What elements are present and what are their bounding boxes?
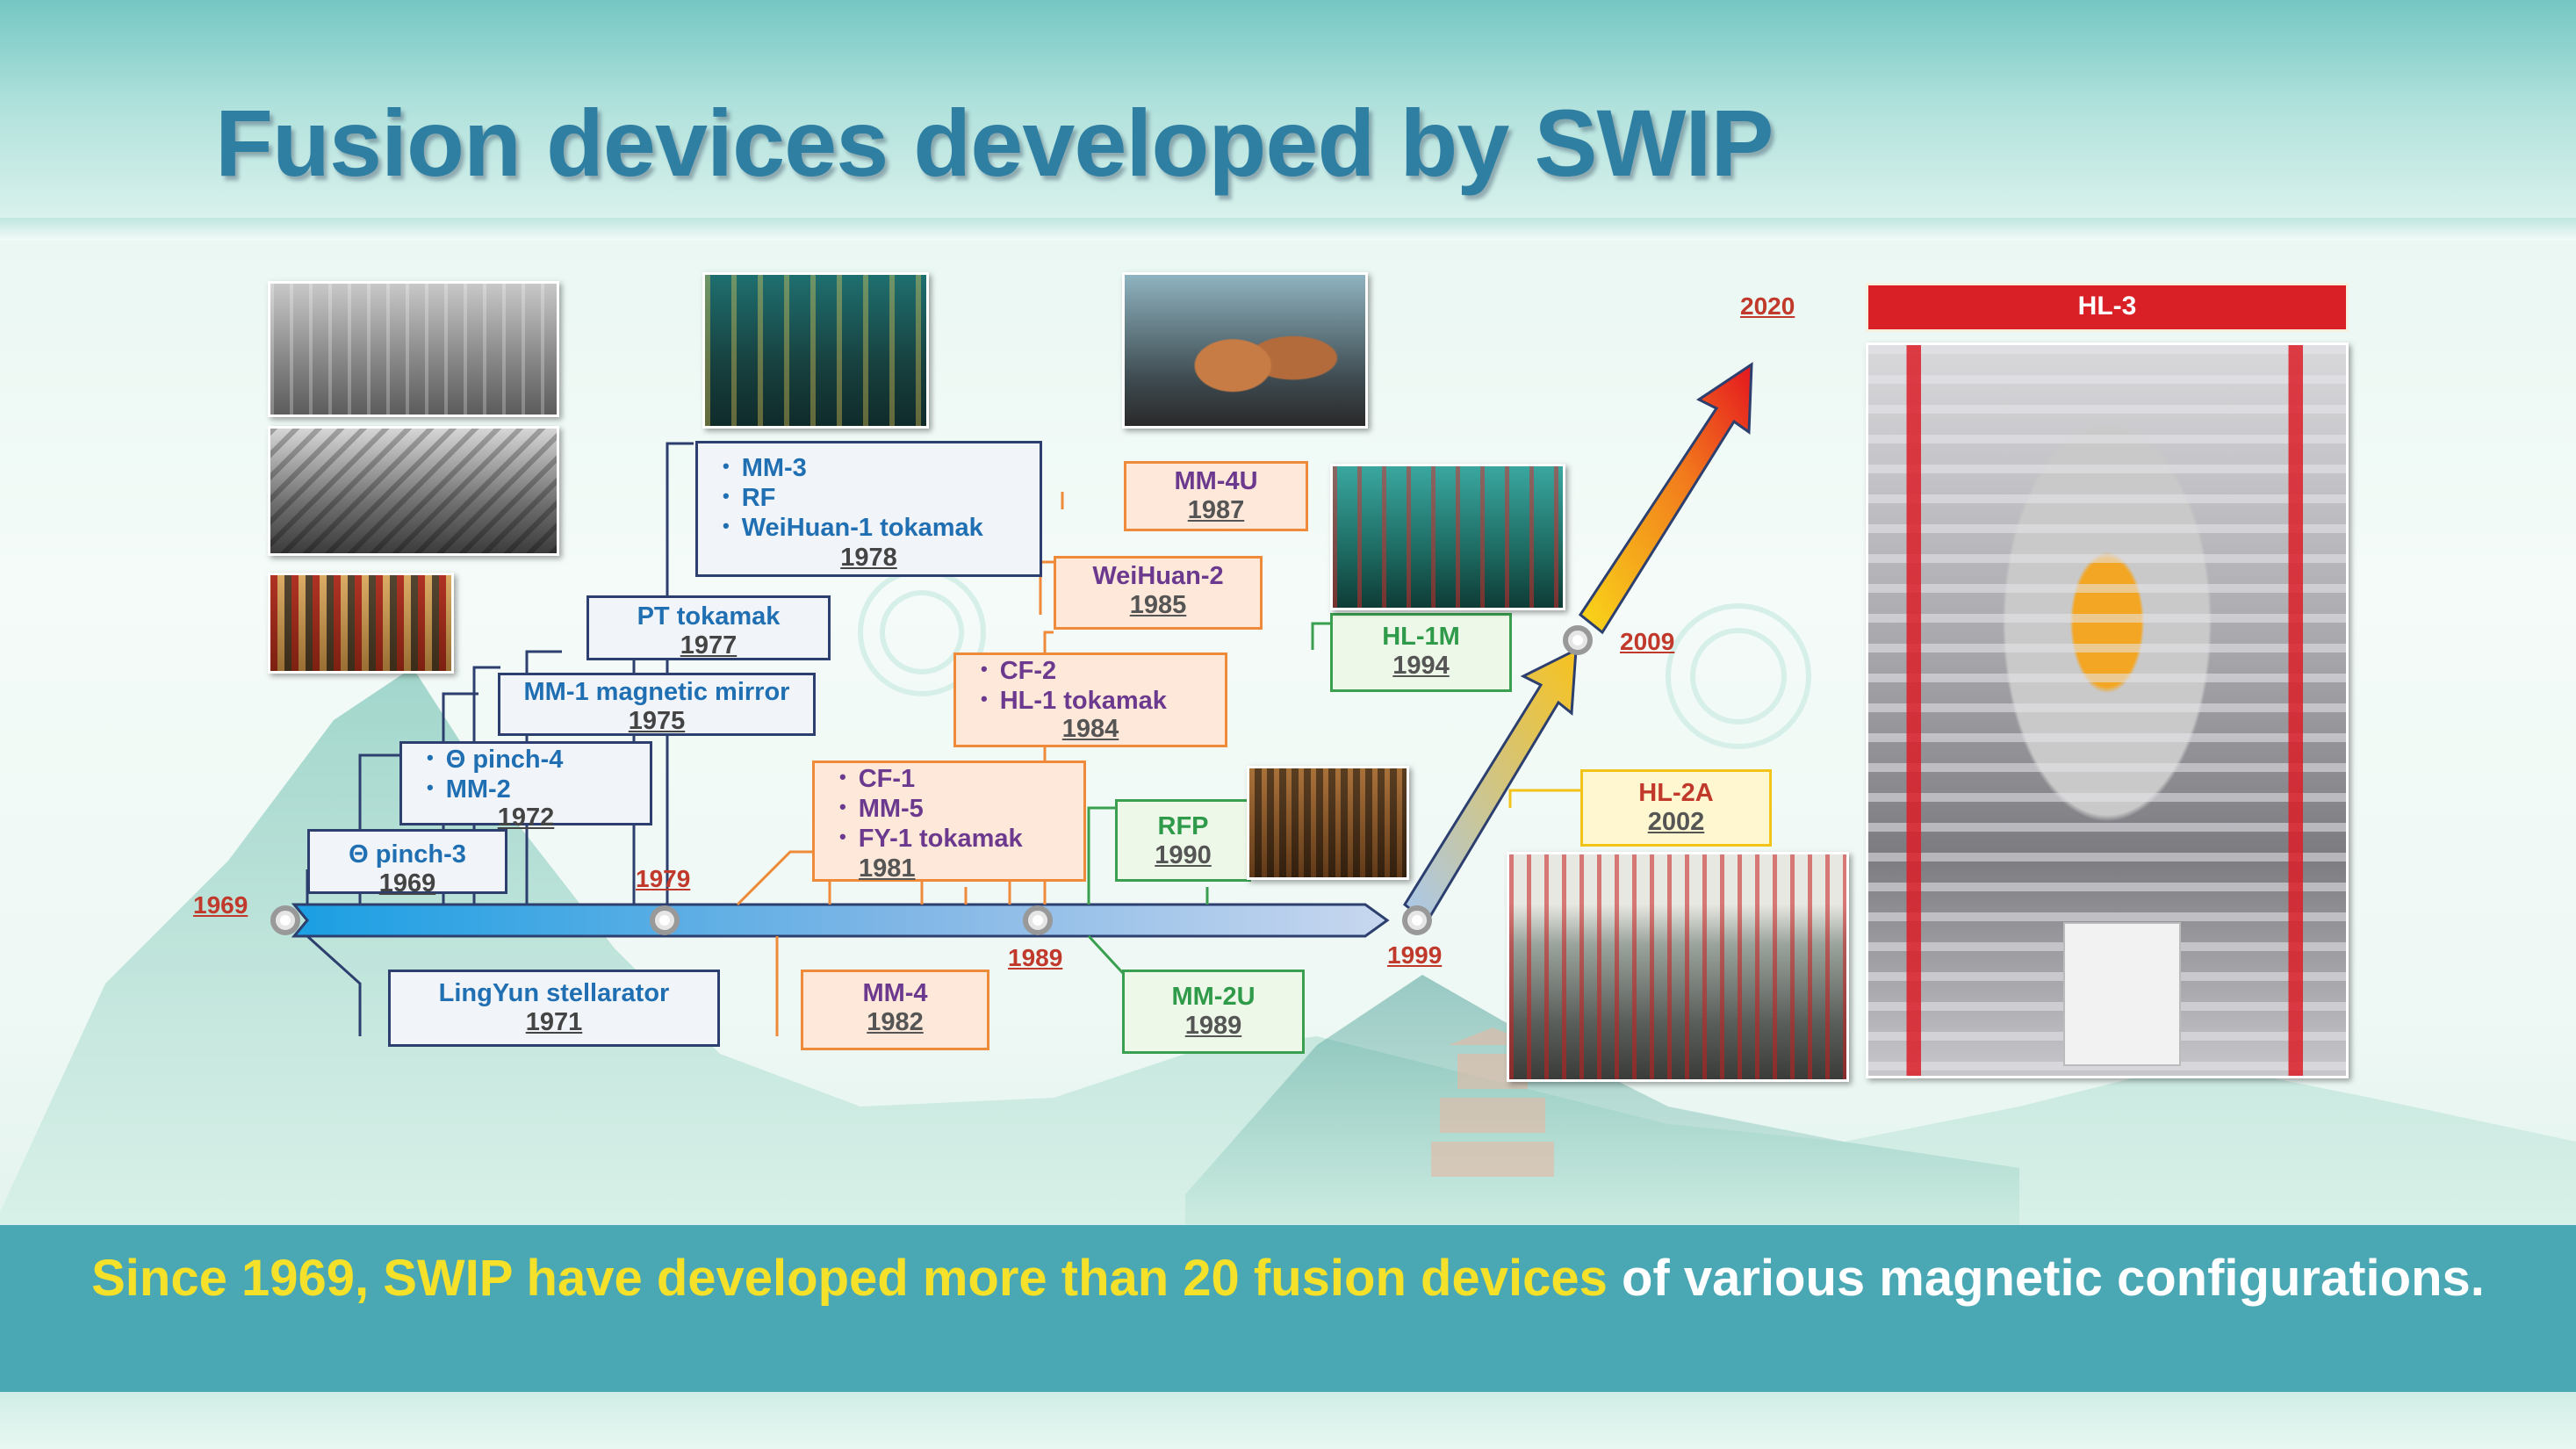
device-year: 1989 bbox=[1184, 1012, 1242, 1040]
year-label-1969: 1969 bbox=[193, 891, 248, 919]
device-item: FY-1 tokamak bbox=[839, 825, 1083, 854]
device-item: MM-3 bbox=[723, 454, 1040, 484]
device-year: 2002 bbox=[1647, 808, 1705, 836]
year-label-2009: 2009 bbox=[1620, 628, 1675, 655]
device-item: MM-2 bbox=[427, 775, 650, 805]
timeline-node-1999 bbox=[1402, 905, 1432, 935]
timeline-rise-upper bbox=[1578, 362, 1753, 635]
device-name: RFP bbox=[1157, 812, 1209, 840]
summary-text: Since 1969, SWIP have developed more tha… bbox=[0, 1247, 2576, 1310]
device-group-1984: CF-2 HL-1 tokamak 1984 bbox=[953, 652, 1227, 747]
year-label-2020: 2020 bbox=[1740, 292, 1795, 320]
summary-highlight: Since 1969, SWIP have developed more tha… bbox=[91, 1250, 1608, 1307]
device-year: 1969 bbox=[378, 869, 436, 898]
photo-early-device-3 bbox=[268, 573, 454, 674]
device-lingyun-stellarator: LingYun stellarator 1971 bbox=[388, 970, 720, 1047]
device-year: 1981 bbox=[859, 854, 916, 883]
device-name: MM-1 magnetic mirror bbox=[523, 678, 790, 706]
device-pt-tokamak: PT tokamak 1977 bbox=[586, 595, 831, 660]
device-mm-4: MM-4 1982 bbox=[801, 970, 989, 1050]
timeline-node-1969 bbox=[270, 905, 300, 935]
device-name: HL-2A bbox=[1638, 779, 1714, 807]
timeline-node-1979 bbox=[650, 905, 680, 935]
photo-hl-1m bbox=[1330, 464, 1565, 610]
device-item: CF-1 bbox=[839, 765, 1083, 795]
device-theta-pinch-3: Θ pinch-3 1969 bbox=[307, 829, 507, 898]
summary-rest: of various magnetic configurations. bbox=[1607, 1250, 2485, 1307]
footer-wave bbox=[0, 1392, 2576, 1449]
device-year: 1982 bbox=[867, 1008, 924, 1036]
device-year: 1977 bbox=[680, 631, 738, 660]
device-mm-4u: MM-4U 1987 bbox=[1124, 461, 1308, 531]
device-theta-pinch-4-mm-2: Θ pinch-4 MM-2 1972 bbox=[399, 741, 652, 832]
device-name: Θ pinch-3 bbox=[349, 840, 466, 869]
device-item: MM-5 bbox=[839, 795, 1083, 825]
photo-early-device-1 bbox=[268, 281, 559, 417]
header-band-edge bbox=[0, 218, 2576, 241]
device-year: 1971 bbox=[525, 1008, 583, 1036]
timeline-node-2009 bbox=[1563, 625, 1593, 655]
device-item: Θ pinch-4 bbox=[427, 746, 650, 775]
device-name: LingYun stellarator bbox=[438, 979, 670, 1007]
device-year: 1984 bbox=[1061, 715, 1119, 743]
device-rfp: RFP 1990 bbox=[1115, 799, 1251, 882]
device-item: RF bbox=[723, 484, 1040, 514]
device-mm-1-magnetic-mirror: MM-1 magnetic mirror 1975 bbox=[498, 673, 816, 736]
photo-device-1980s bbox=[1122, 272, 1368, 429]
hl-3-cooling-unit bbox=[2063, 922, 2181, 1066]
photo-hl-2a bbox=[1507, 852, 1849, 1082]
device-weihuan-2: WeiHuan-2 1985 bbox=[1054, 556, 1263, 630]
year-label-1999: 1999 bbox=[1387, 941, 1443, 969]
timeline-rise-lower bbox=[1403, 647, 1578, 925]
photo-rfp bbox=[1247, 766, 1409, 880]
device-name: WeiHuan-2 bbox=[1092, 562, 1224, 590]
year-label-1979: 1979 bbox=[636, 865, 691, 892]
device-year: 1994 bbox=[1392, 652, 1450, 680]
device-name: MM-4U bbox=[1174, 467, 1258, 495]
device-item: HL-1 tokamak bbox=[981, 687, 1225, 717]
device-item: CF-2 bbox=[981, 657, 1225, 687]
device-year: 1990 bbox=[1155, 841, 1212, 869]
photo-device-1978 bbox=[702, 272, 929, 429]
device-year: 1975 bbox=[628, 707, 686, 735]
device-year: 1972 bbox=[497, 804, 555, 832]
device-year: 1978 bbox=[840, 544, 897, 572]
device-group-1981: CF-1 MM-5 FY-1 tokamak 1981 bbox=[812, 761, 1086, 883]
device-item: WeiHuan-1 tokamak bbox=[723, 514, 1040, 544]
device-name: MM-2U bbox=[1171, 983, 1256, 1011]
timeline-node-1989 bbox=[1023, 905, 1053, 935]
page-title: Fusion devices developed by SWIP bbox=[215, 90, 1774, 196]
device-name: HL-1M bbox=[1382, 623, 1460, 651]
timeline-axis bbox=[291, 903, 1390, 938]
device-name: PT tokamak bbox=[637, 602, 781, 631]
device-year: 1985 bbox=[1129, 591, 1187, 619]
device-mm-2u: MM-2U 1989 bbox=[1122, 970, 1305, 1054]
year-label-1989: 1989 bbox=[1008, 944, 1063, 971]
device-name: MM-4 bbox=[862, 979, 928, 1007]
device-hl-1m: HL-1M 1994 bbox=[1330, 613, 1512, 692]
photo-early-device-2 bbox=[268, 426, 559, 556]
header-band bbox=[0, 0, 2576, 224]
device-group-1978: MM-3 RF WeiHuan-1 tokamak 1978 bbox=[695, 441, 1042, 577]
device-year: 1987 bbox=[1187, 496, 1245, 524]
hl-3-label: HL-3 bbox=[1866, 283, 2349, 332]
device-hl-2a: HL-2A 2002 bbox=[1580, 769, 1772, 847]
summary-band bbox=[0, 1225, 2576, 1392]
